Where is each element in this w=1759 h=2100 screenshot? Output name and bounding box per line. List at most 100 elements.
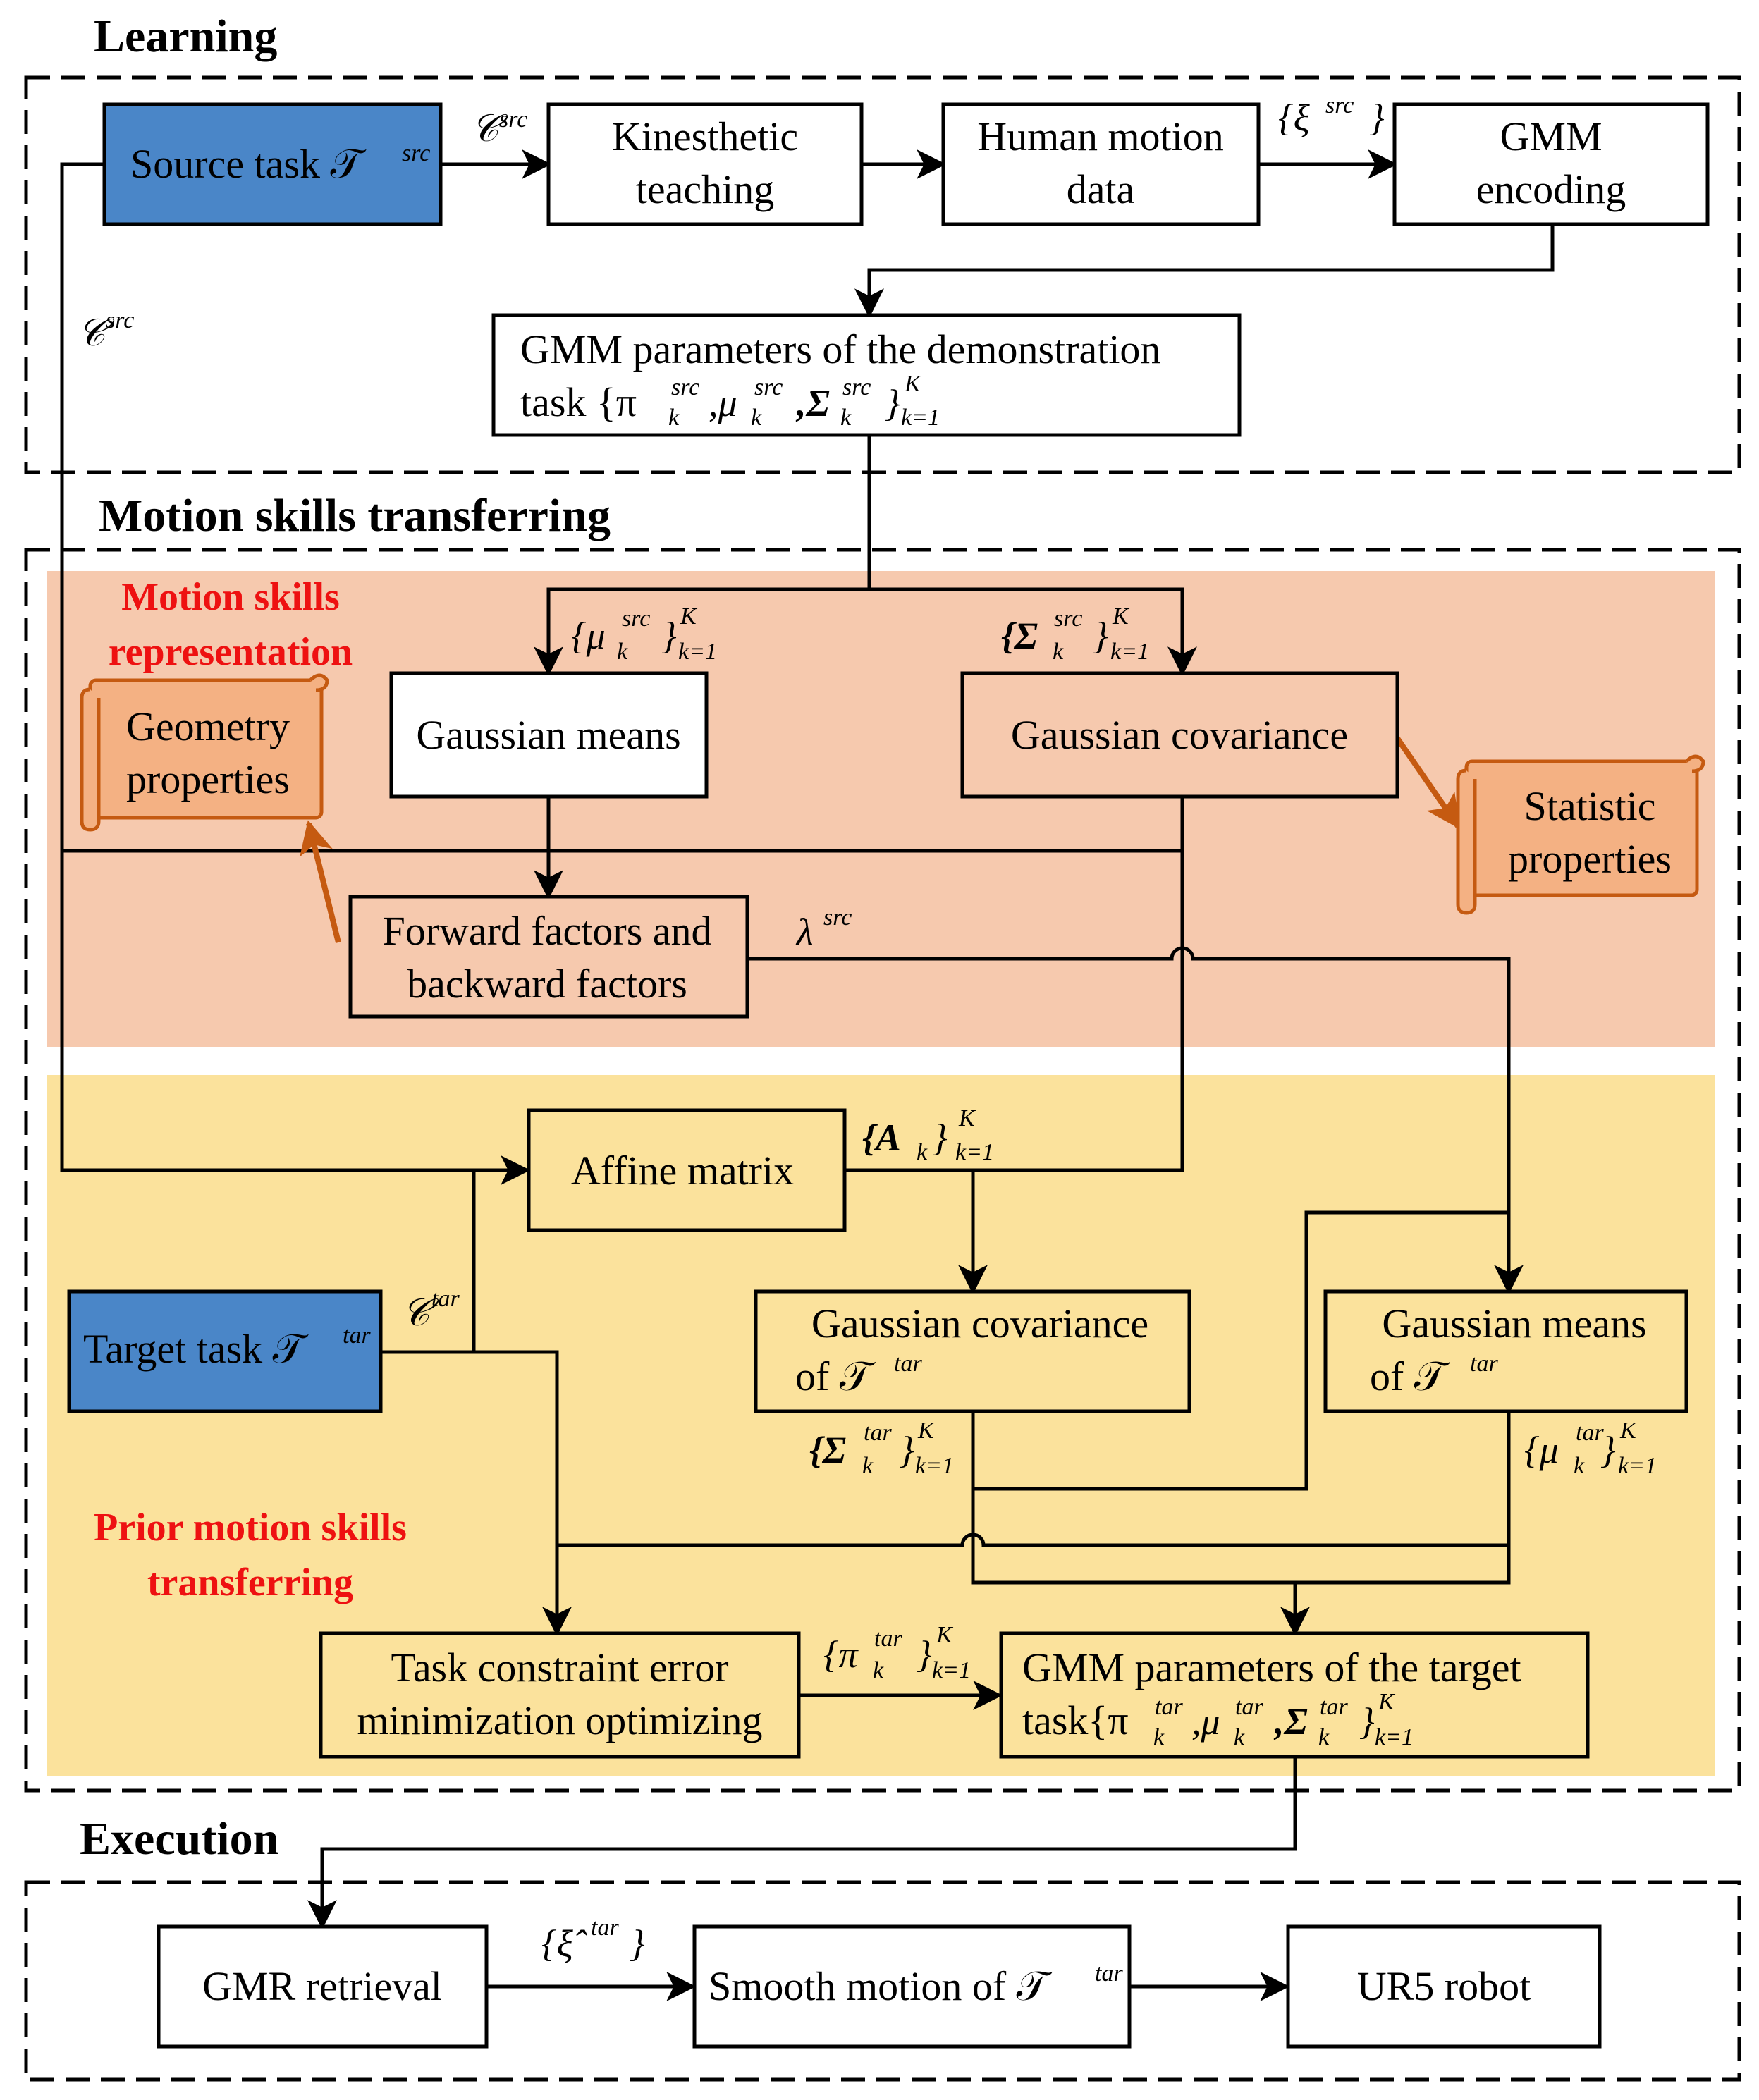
svg-text:}: } [917,1633,932,1676]
affine-matrix-box[interactable]: Affine matrix [527,1108,847,1232]
svg-text:k=1: k=1 [1110,639,1149,665]
human-motion-line2: data [1067,166,1135,212]
label-c-src-left: 𝒞 src [78,307,134,354]
ur5-robot-box[interactable]: UR5 robot [1286,1924,1602,2049]
scroll-curl-left-icon-2 [1456,768,1477,915]
label-xi-hat-tar: {ξ̂ tar } [541,1915,645,1965]
means-target-line1: Gaussian means [1382,1301,1646,1346]
prior-label-line1: Prior motion skills [94,1506,407,1549]
label-pi-tar: {π tar k } K k=1 [823,1622,971,1683]
transfer-frame [24,548,1741,1793]
svg-text:tar: tar [864,1420,892,1446]
source-task-sup: src [402,140,430,166]
cov-target-box[interactable]: Gaussian covariance of 𝒯 tar [754,1289,1191,1413]
gmm-params-demo-pi-sup: src [671,374,699,400]
gmm-encoding-box[interactable]: GMM encoding [1392,102,1710,226]
statistic-line1: Statistic [1524,783,1656,829]
gmm-params-demo-mu: ,μ [709,382,737,424]
cov-target-line2: of 𝒯 [795,1353,876,1399]
geometry-properties-scroll: Geometry properties [80,673,329,832]
svg-text:k: k [862,1453,874,1479]
svg-text:}: } [630,1922,645,1965]
forward-line1: Forward factors and [382,908,711,954]
smooth-motion-box[interactable]: Smooth motion of 𝒯 tar [692,1924,1132,2049]
geometry-line2: properties [126,756,290,802]
svg-text:}: } [932,1117,948,1159]
gmm-params-demo-box[interactable]: GMM parameters of the demonstration task… [491,313,1242,437]
svg-text:k=1: k=1 [955,1139,994,1165]
arrow-target-to-constraint [381,1350,572,1637]
gmm-target-K: K [1378,1689,1396,1715]
svg-text:{μ: {μ [571,615,606,657]
svg-text:{ξ: {ξ [1278,97,1311,139]
gmm-params-demo-K: K [904,371,922,397]
label-mu-src: {μ src k } K k=1 [571,603,717,665]
svg-text:}: } [1093,615,1108,657]
cov-target-sup: tar [894,1351,922,1377]
gmr-retrieval-box[interactable]: GMR retrieval [157,1924,489,2049]
svg-text:k: k [617,639,628,665]
learning-frame [24,75,1741,474]
execution-frame [24,1880,1741,2082]
target-task-sup: tar [343,1322,371,1349]
label-mu-tar: {μ tar k } K k=1 [1524,1418,1657,1479]
svg-text:K: K [1619,1418,1638,1444]
svg-text:tar: tar [591,1915,619,1941]
label-c-src-top: 𝒞 src [471,106,527,149]
source-task-label: Source task 𝒯 [130,141,367,187]
line-covariance-to-affine [845,797,1184,1172]
svg-text:tar: tar [431,1286,460,1312]
svg-text:k=1: k=1 [932,1657,971,1683]
gmm-params-demo-k1: k=1 [901,405,940,431]
kinesthetic-teaching-box[interactable]: Kinesthetic teaching [546,102,864,226]
smooth-motion-label: Smooth motion of 𝒯 [709,1963,1053,2009]
svg-text:k=1: k=1 [678,639,717,665]
svg-text:src: src [499,106,527,133]
gmm-params-demo-line2: task {π [520,379,637,425]
target-task-label: Target task 𝒯 [83,1326,309,1372]
prior-label-line2: transferring [147,1561,353,1604]
svg-text:λ: λ [795,911,813,953]
svg-text:src: src [622,606,650,632]
means-target-box[interactable]: Gaussian means of 𝒯 tar [1323,1289,1688,1413]
constraint-line2: minimization optimizing [357,1697,762,1743]
svg-text:k=1: k=1 [1618,1453,1657,1479]
gmm-params-target-line2: task{π [1022,1697,1129,1743]
forward-backward-factors-box[interactable]: Forward factors and backward factors [348,895,749,1019]
svg-text:k: k [1574,1453,1585,1479]
scroll-curl-left-icon [80,687,101,832]
learning-title: Learning [94,11,277,62]
gmm-params-demo-close: } [885,382,900,424]
human-motion-line1: Human motion [977,113,1224,159]
gmm-params-demo-sigma: ,Σ [795,382,830,424]
gmm-encoding-line1: GMM [1500,113,1602,159]
transfer-title: Motion skills transferring [99,490,611,541]
gmm-target-pi-sup: tar [1155,1694,1183,1720]
svg-text:{Σ: {Σ [809,1429,846,1471]
statistic-line2: properties [1508,836,1672,882]
label-lambda-src: λ src [795,904,852,953]
svg-text:K: K [958,1105,976,1131]
label-sigma-src: {Σ src k } K k=1 [1001,603,1149,665]
source-task-box[interactable]: Source task 𝒯 src [102,102,443,226]
representation-label-line2: representation [109,630,353,674]
human-motion-data-box[interactable]: Human motion data [941,102,1261,226]
gaussian-means-box[interactable]: Gaussian means [389,671,709,799]
constraint-line1: Task constraint error [391,1645,728,1690]
arrow-lambda-to-target-means [747,946,1524,1295]
gaussian-covariance-box[interactable]: Gaussian covariance [960,671,1399,799]
gmm-params-target-box[interactable]: GMM parameters of the target task{π tar … [999,1631,1590,1759]
gmr-label: GMR retrieval [202,1963,442,2009]
target-task-box[interactable]: Target task 𝒯 tar [67,1289,383,1413]
line-params-merge [971,1489,1511,1585]
svg-text:src: src [1325,92,1354,118]
affine-label: Affine matrix [571,1148,794,1193]
svg-text:}: } [1600,1429,1616,1471]
gmm-target-mu-sup: tar [1235,1694,1263,1720]
label-xi-src: {ξ src } [1278,92,1385,139]
gmm-target-mu-sub: k [1234,1724,1245,1750]
task-constraint-box[interactable]: Task constraint error minimization optim… [319,1631,801,1759]
svg-text:}: } [899,1429,914,1471]
svg-text:k: k [1053,639,1064,665]
